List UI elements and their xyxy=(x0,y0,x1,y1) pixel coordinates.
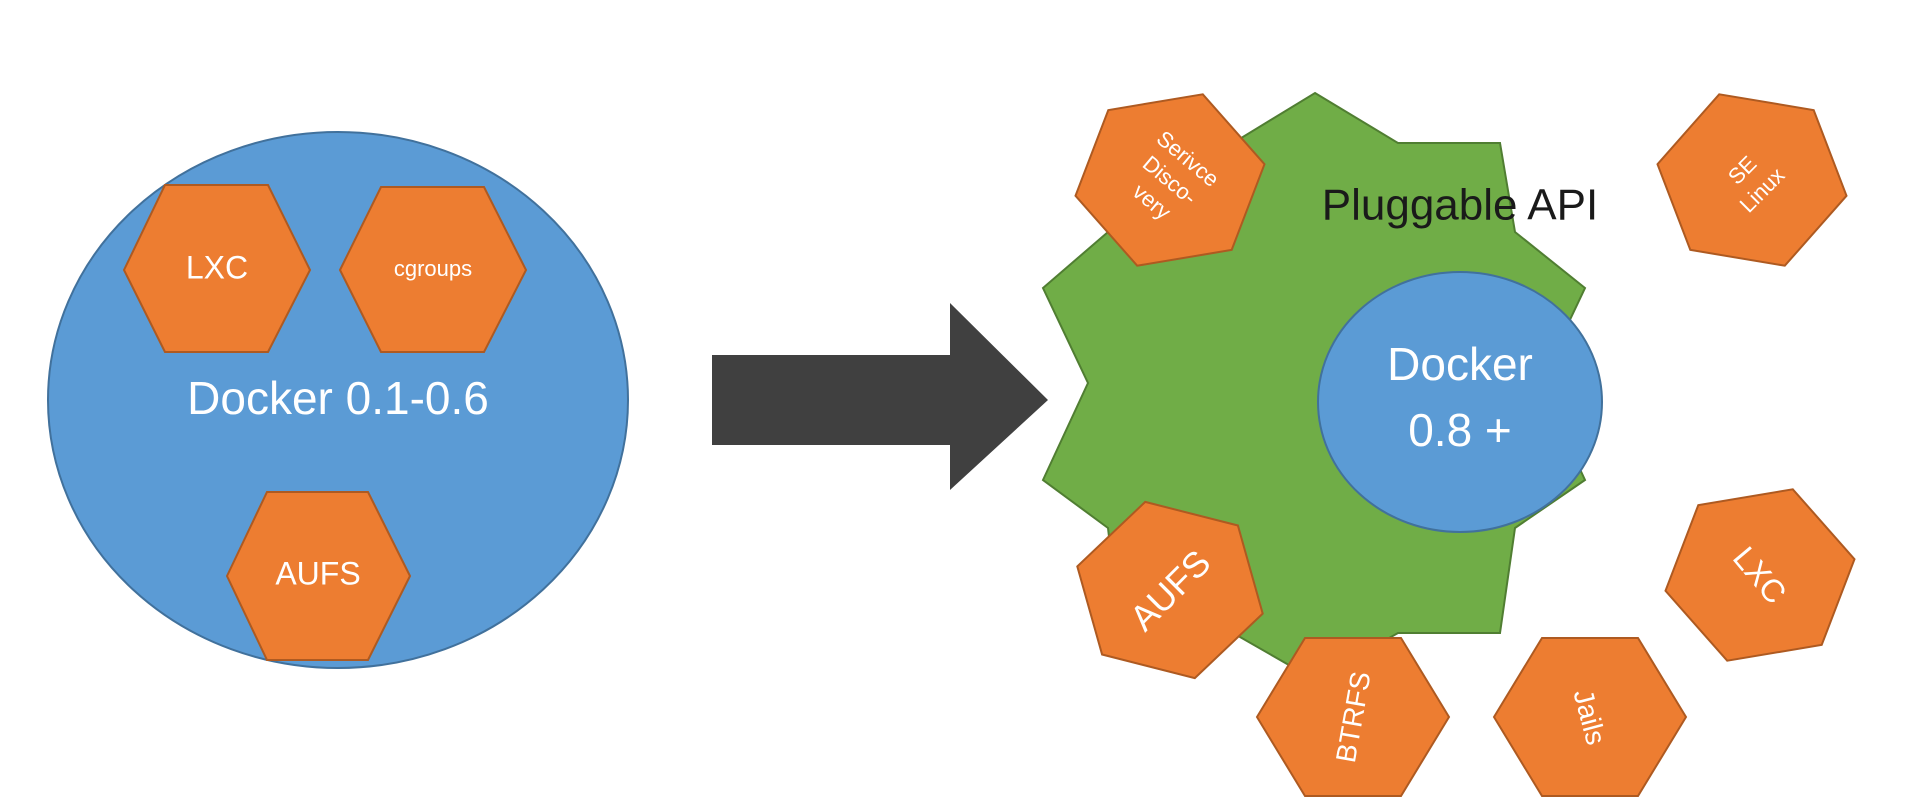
docker-core-label-line2: 0.8 + xyxy=(1408,404,1512,456)
right-arrow-icon xyxy=(712,303,1048,490)
service-discovery-plugin-hexagon xyxy=(1074,93,1266,267)
cgroups-component-hexagon xyxy=(338,186,528,353)
jails-plugin-hexagon xyxy=(1492,637,1688,797)
aufs-component-label: AUFS xyxy=(275,555,360,591)
cgroups-component-label: cgroups xyxy=(394,256,472,281)
docker-core-circle xyxy=(1317,271,1603,533)
docker-legacy-title: Docker 0.1-0.6 xyxy=(187,372,489,424)
lxc-component-hexagon xyxy=(122,184,312,353)
lxc-component-label: LXC xyxy=(186,249,248,285)
aufs-plugin-hexagon xyxy=(1076,500,1264,680)
btrfs-plugin-hexagon xyxy=(1255,637,1451,797)
docker-core-label-line1: Docker xyxy=(1387,338,1533,390)
pluggable-api-label: Pluggable API xyxy=(1322,181,1598,230)
docker-legacy-group: LXC cgroups Docker 0.1-0.6 AUFS xyxy=(47,131,629,669)
se-linux-plugin-hexagon xyxy=(1656,93,1848,267)
docker-pluggable-group: Pluggable API Docker 0.8 + SerivceDisco-… xyxy=(1041,91,1856,797)
lxc-plugin-hexagon xyxy=(1664,488,1856,662)
aufs-component-hexagon xyxy=(225,491,412,661)
